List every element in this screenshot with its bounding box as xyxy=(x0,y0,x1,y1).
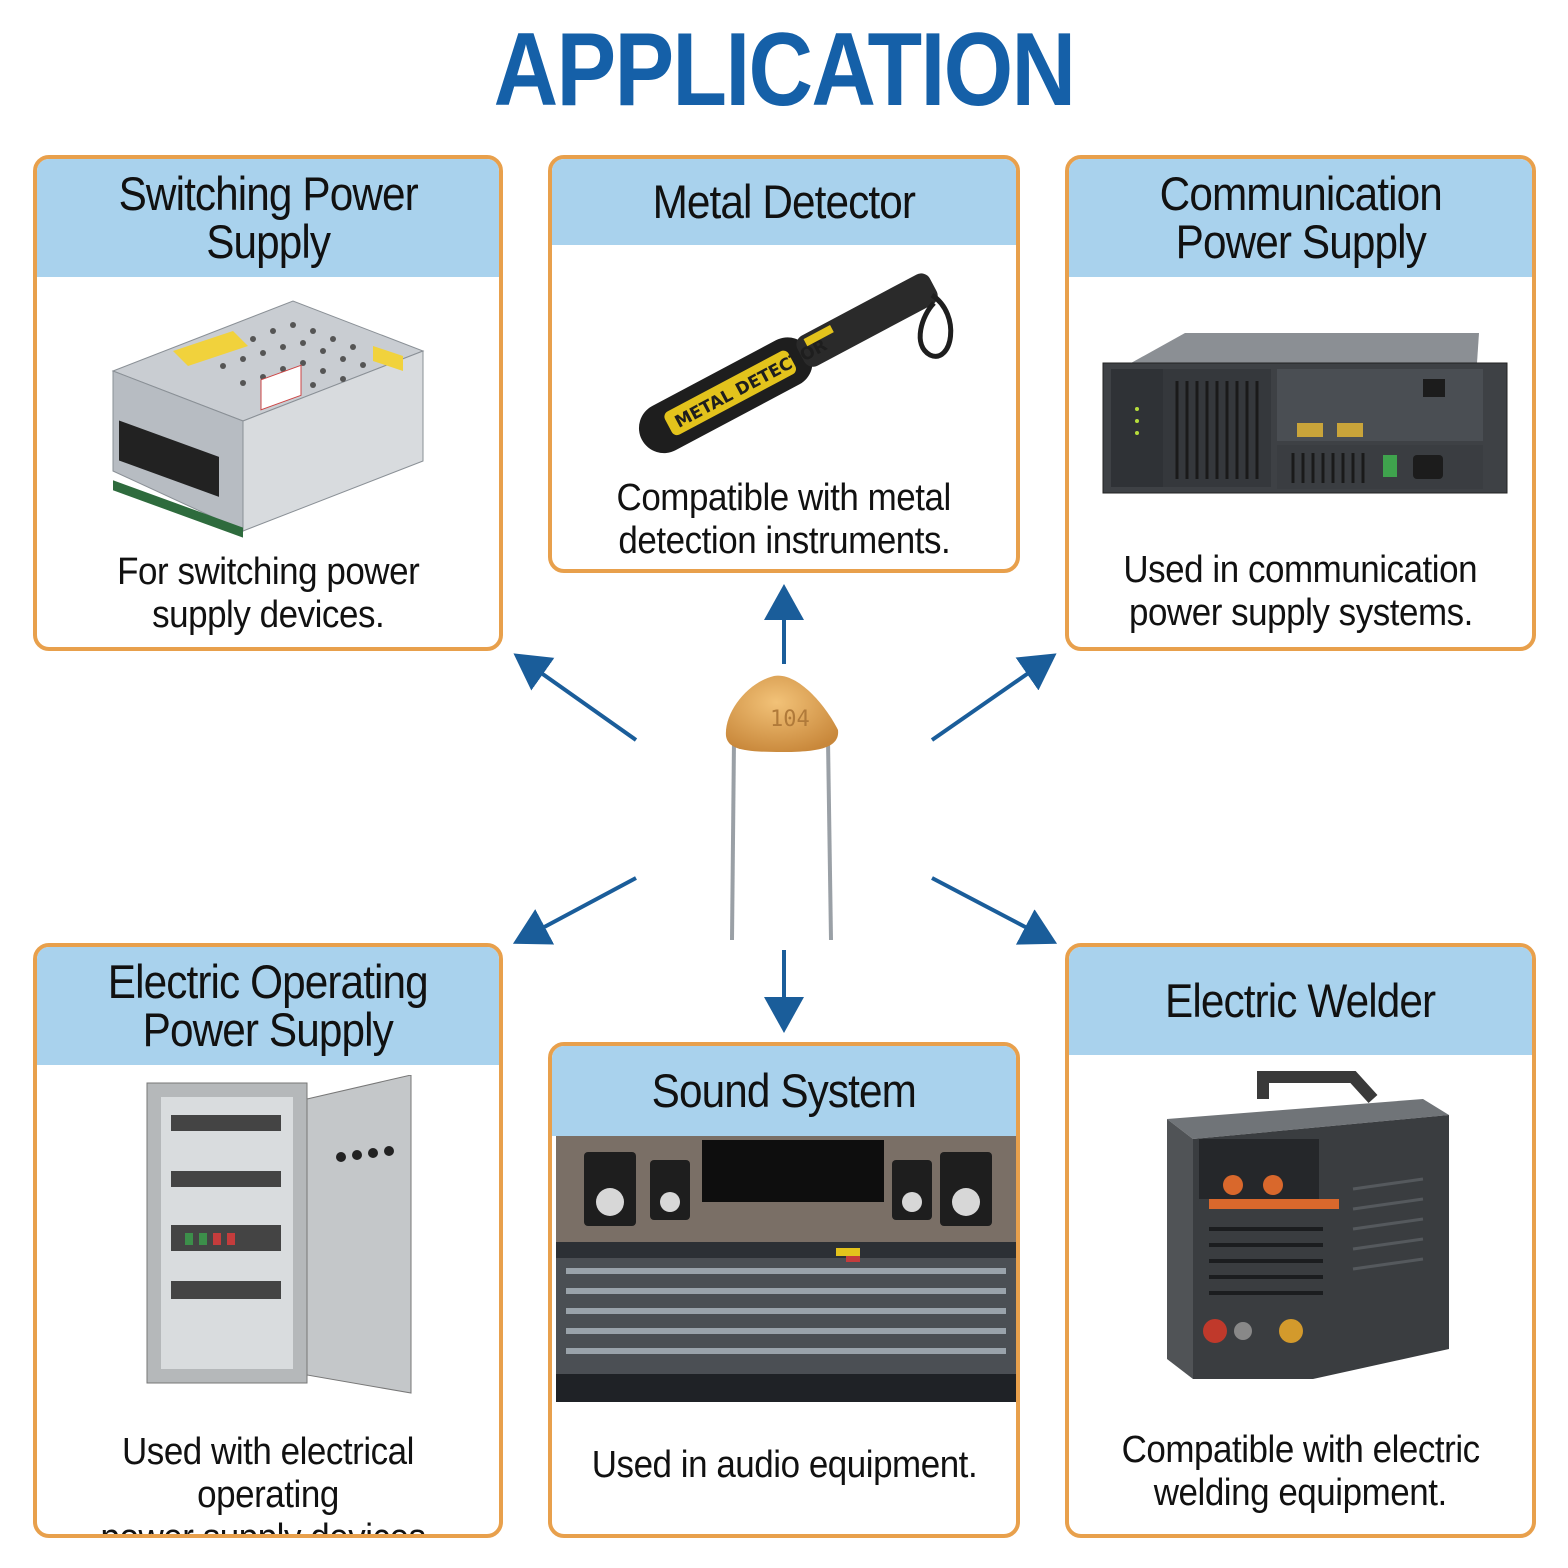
card-metal-detector: Metal Detector METAL DETECTOR Compatible… xyxy=(548,155,1020,573)
card-title-line1: Communication xyxy=(1159,167,1442,220)
welder-icon xyxy=(1167,1071,1449,1379)
metal-detector-icon: METAL DETECTOR xyxy=(638,273,954,454)
arrow-up-left xyxy=(513,653,638,742)
card-title-line2: Supply xyxy=(206,215,331,268)
desc-line2: welding equipment. xyxy=(1154,1472,1447,1514)
card-header: Sound System xyxy=(552,1046,1016,1136)
desc-line1: Used in communication xyxy=(1123,549,1478,591)
card-description: For switching power supply devices. xyxy=(37,551,499,637)
desc-line1: Compatible with electric xyxy=(1121,1429,1480,1471)
card-description: Used in audio equipment. xyxy=(552,1444,1016,1487)
desc-line1: Used in audio equipment. xyxy=(591,1444,977,1486)
card-title-line1: Electric Operating xyxy=(107,955,429,1008)
arrow-down-right xyxy=(931,876,1058,945)
card-description: Compatible with electric welding equipme… xyxy=(1069,1429,1532,1515)
card-description: Used with electrical operating power sup… xyxy=(37,1431,499,1538)
desc-line1: Compatible with metal xyxy=(616,477,952,519)
desc-line2: power supply devices. xyxy=(100,1517,436,1538)
desc-line2: power supply systems. xyxy=(1128,592,1473,634)
card-title-line2: Power Supply xyxy=(142,1003,394,1056)
card-title-line1: Electric Welder xyxy=(1165,974,1436,1027)
desc-line1: For switching power xyxy=(116,551,420,593)
card-title-line1: Switching Power xyxy=(118,167,418,220)
arrow-down-left xyxy=(512,876,637,945)
switching-power-supply-icon xyxy=(111,300,425,538)
card-title-line1: Metal Detector xyxy=(652,175,916,228)
capacitor-marking: 104 xyxy=(770,707,810,732)
card-title-line1: Sound System xyxy=(651,1064,917,1117)
card-header: Electric Welder xyxy=(1069,947,1532,1055)
page-title: APPLICATION xyxy=(493,12,1076,128)
mixing-console-icon xyxy=(556,1136,1016,1402)
card-electric-welder: Electric Welder Compatible with electric… xyxy=(1065,943,1536,1538)
arrow-up-right xyxy=(930,653,1057,742)
card-title-line2: Power Supply xyxy=(1175,215,1426,268)
desc-line2: supply devices. xyxy=(151,594,385,636)
card-header: Metal Detector xyxy=(552,159,1016,245)
ceramic-capacitor-icon: 104 xyxy=(725,675,839,941)
card-description: Compatible with metal detection instrume… xyxy=(552,477,1016,563)
card-description: Used in communication power supply syste… xyxy=(1069,549,1532,635)
rack-power-supply-icon xyxy=(1102,333,1508,494)
card-sound-system: Sound System Used in audio equipment. xyxy=(548,1042,1020,1538)
desc-line2: detection instruments. xyxy=(618,520,950,562)
electrical-cabinet-icon xyxy=(146,1075,412,1394)
desc-line1: Used with electrical operating xyxy=(122,1431,414,1516)
